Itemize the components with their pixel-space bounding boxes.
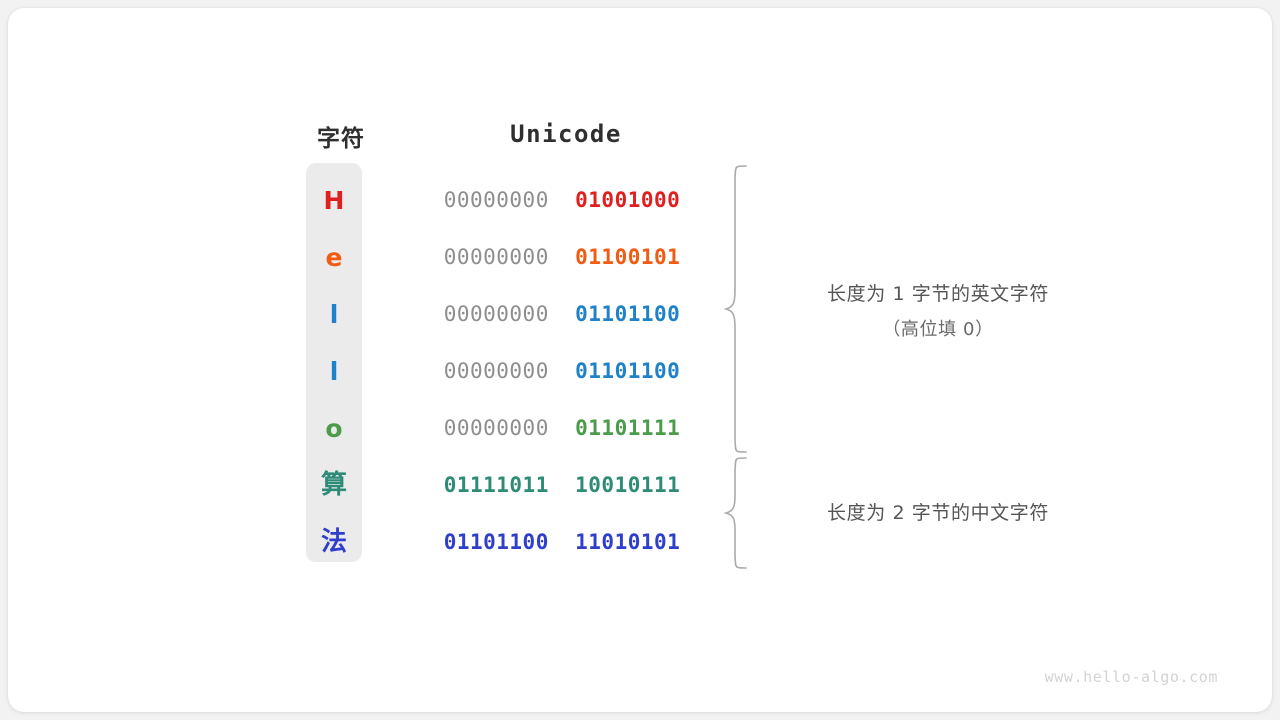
low-byte: 01101100	[575, 302, 681, 326]
table-row: e 00000000 01100101	[8, 229, 1272, 286]
character-cell: 法	[320, 527, 347, 557]
unicode-bits-cell: 00000000 01101100	[412, 343, 712, 400]
table-row: l 00000000 01101100	[8, 343, 1272, 400]
low-byte: 01100101	[575, 245, 681, 269]
character-cell: H	[323, 186, 345, 215]
byte-separator	[549, 530, 575, 554]
table-row: 算 01111011 10010111	[8, 457, 1272, 514]
low-byte: 01101100	[575, 359, 681, 383]
table-row: 法 01101100 11010101	[8, 514, 1272, 571]
table-row: H 00000000 01001000	[8, 172, 1272, 229]
character-cell: 算	[320, 470, 347, 500]
byte-separator	[549, 416, 575, 440]
unicode-encoding-diagram: 字符 Unicode H 00000000 01001000 e 00000000 0…	[8, 8, 1272, 712]
high-byte: 00000000	[443, 416, 549, 440]
high-byte: 01101100	[443, 530, 549, 554]
column-header-unicode: Unicode	[510, 120, 622, 148]
byte-separator	[549, 473, 575, 497]
annotation-ascii-line2: （高位填 0）	[882, 319, 994, 340]
high-byte: 01111011	[443, 473, 549, 497]
byte-separator	[549, 359, 575, 383]
character-column-capsule	[306, 163, 362, 562]
unicode-bits-cell: 00000000 01001000	[412, 172, 712, 229]
unicode-bits-cell: 00000000 01101111	[412, 400, 712, 457]
unicode-bits-cell: 01101100 11010101	[412, 514, 712, 571]
character-cell: l	[329, 300, 339, 329]
annotation-cjk: 长度为 2 字节的中文字符	[778, 498, 1098, 525]
annotation-cjk-line1: 长度为 2 字节的中文字符	[827, 502, 1049, 524]
byte-separator	[549, 302, 575, 326]
low-byte: 11010101	[575, 530, 681, 554]
character-cell: e	[325, 243, 343, 272]
high-byte: 00000000	[443, 359, 549, 383]
unicode-bits-cell: 00000000 01100101	[412, 229, 712, 286]
low-byte: 01001000	[575, 188, 681, 212]
figure-card: 字符 Unicode H 00000000 01001000 e 00000000 0…	[8, 8, 1272, 712]
table-row: l 00000000 01101100	[8, 286, 1272, 343]
character-cell: l	[329, 357, 339, 386]
annotation-ascii: 长度为 1 字节的英文字符 （高位填 0）	[778, 279, 1098, 341]
high-byte: 00000000	[443, 245, 549, 269]
watermark: www.hello-algo.com	[1044, 668, 1218, 686]
column-header-character: 字符	[317, 125, 365, 151]
byte-separator	[549, 245, 575, 269]
annotation-ascii-line1: 长度为 1 字节的英文字符	[827, 283, 1049, 305]
character-cell: o	[325, 414, 343, 443]
unicode-bits-cell: 01111011 10010111	[412, 457, 712, 514]
byte-separator	[549, 188, 575, 212]
high-byte: 00000000	[443, 188, 549, 212]
low-byte: 01101111	[575, 416, 681, 440]
table-row: o 00000000 01101111	[8, 400, 1272, 457]
low-byte: 10010111	[575, 473, 681, 497]
high-byte: 00000000	[443, 302, 549, 326]
unicode-bits-cell: 00000000 01101100	[412, 286, 712, 343]
